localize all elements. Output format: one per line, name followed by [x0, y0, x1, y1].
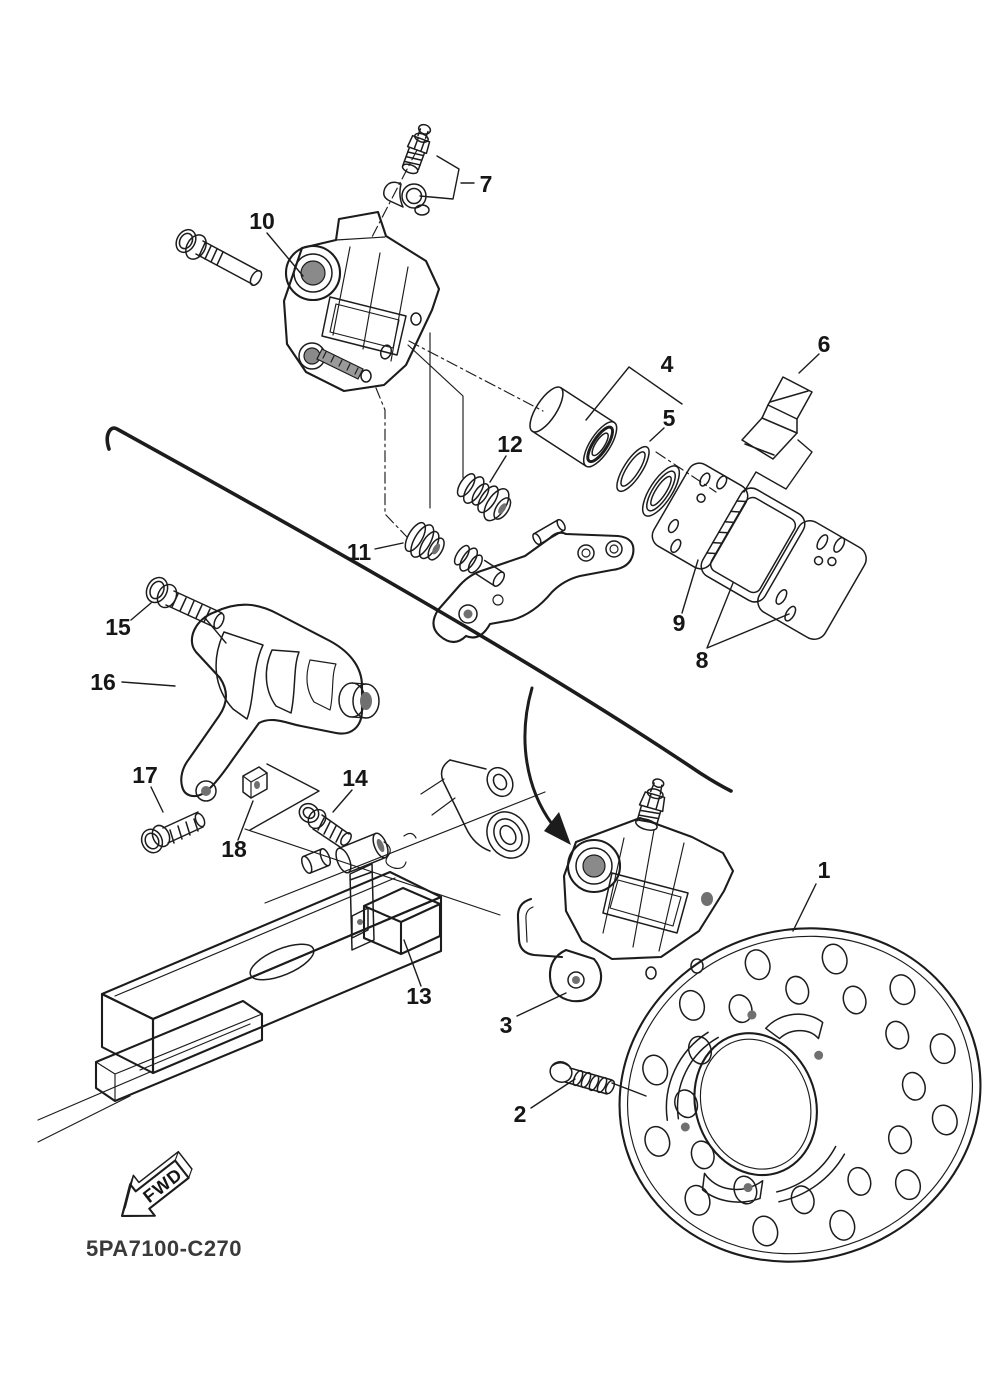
disc-bolt-dots: [680, 1010, 824, 1193]
pad-spring: [741, 376, 813, 460]
callout-17: 17: [132, 762, 158, 788]
boot-11: [404, 521, 445, 561]
pin-boot-12: [456, 472, 512, 522]
disc-crescents: [701, 1013, 824, 1203]
centerlines: [371, 149, 717, 538]
callout-2: 2: [514, 1101, 527, 1127]
divider-curve: [105, 426, 733, 793]
caliper-bolt-10: [175, 228, 263, 287]
mount-bolt-15: [145, 576, 225, 630]
adjuster-block-13: [300, 832, 442, 956]
callout-1: 1: [818, 857, 831, 883]
pivot-bolt-14: [298, 802, 352, 848]
callout-6: 6: [818, 331, 831, 357]
disc-hole-ring: [642, 943, 958, 1247]
brake-pad-inner: [700, 487, 806, 603]
callout-18: 18: [221, 836, 247, 862]
leader-lines: [121, 155, 820, 1109]
brake-pad-outer: [757, 519, 867, 641]
bolt-17: [140, 811, 206, 854]
caliper-hanger: [432, 518, 635, 644]
callouts: 1 2 3 4 5 6 7 8 9 10 11 12 13 14 15 16 1…: [90, 171, 830, 1127]
assembly-arrow: [523, 686, 571, 845]
swingarm: [37, 870, 443, 1143]
callout-10: 10: [249, 208, 275, 234]
caliper-piston: [529, 386, 681, 517]
caliper-assembled: [516, 778, 735, 1003]
callout-13: 13: [406, 983, 432, 1009]
callout-11: 11: [347, 539, 372, 565]
disc-slots: [665, 1031, 846, 1203]
callout-14: 14: [342, 765, 368, 791]
diagram-code: 5PA7100-C270: [86, 1236, 242, 1261]
callout-9: 9: [673, 610, 686, 636]
brake-disc: [618, 927, 982, 1263]
callout-7: 7: [480, 171, 493, 197]
callout-4: 4: [661, 351, 674, 377]
piston-seal: [616, 445, 681, 517]
bleed-screw-top: [383, 123, 432, 216]
fwd-arrow: FWD: [120, 1150, 193, 1218]
callout-5: 5: [663, 405, 676, 431]
clip-nut-18: [242, 766, 268, 799]
callout-12: 12: [497, 431, 523, 457]
caliper-stay: [180, 603, 380, 802]
callout-15: 15: [105, 614, 131, 640]
callout-8: 8: [696, 647, 709, 673]
callout-16: 16: [90, 669, 116, 695]
callout-3: 3: [500, 1012, 513, 1038]
torque-arm: [420, 759, 530, 859]
caliper-body-top: [282, 210, 464, 509]
disc-bolt-2: [549, 1061, 616, 1095]
bleed-cap: [383, 181, 430, 216]
